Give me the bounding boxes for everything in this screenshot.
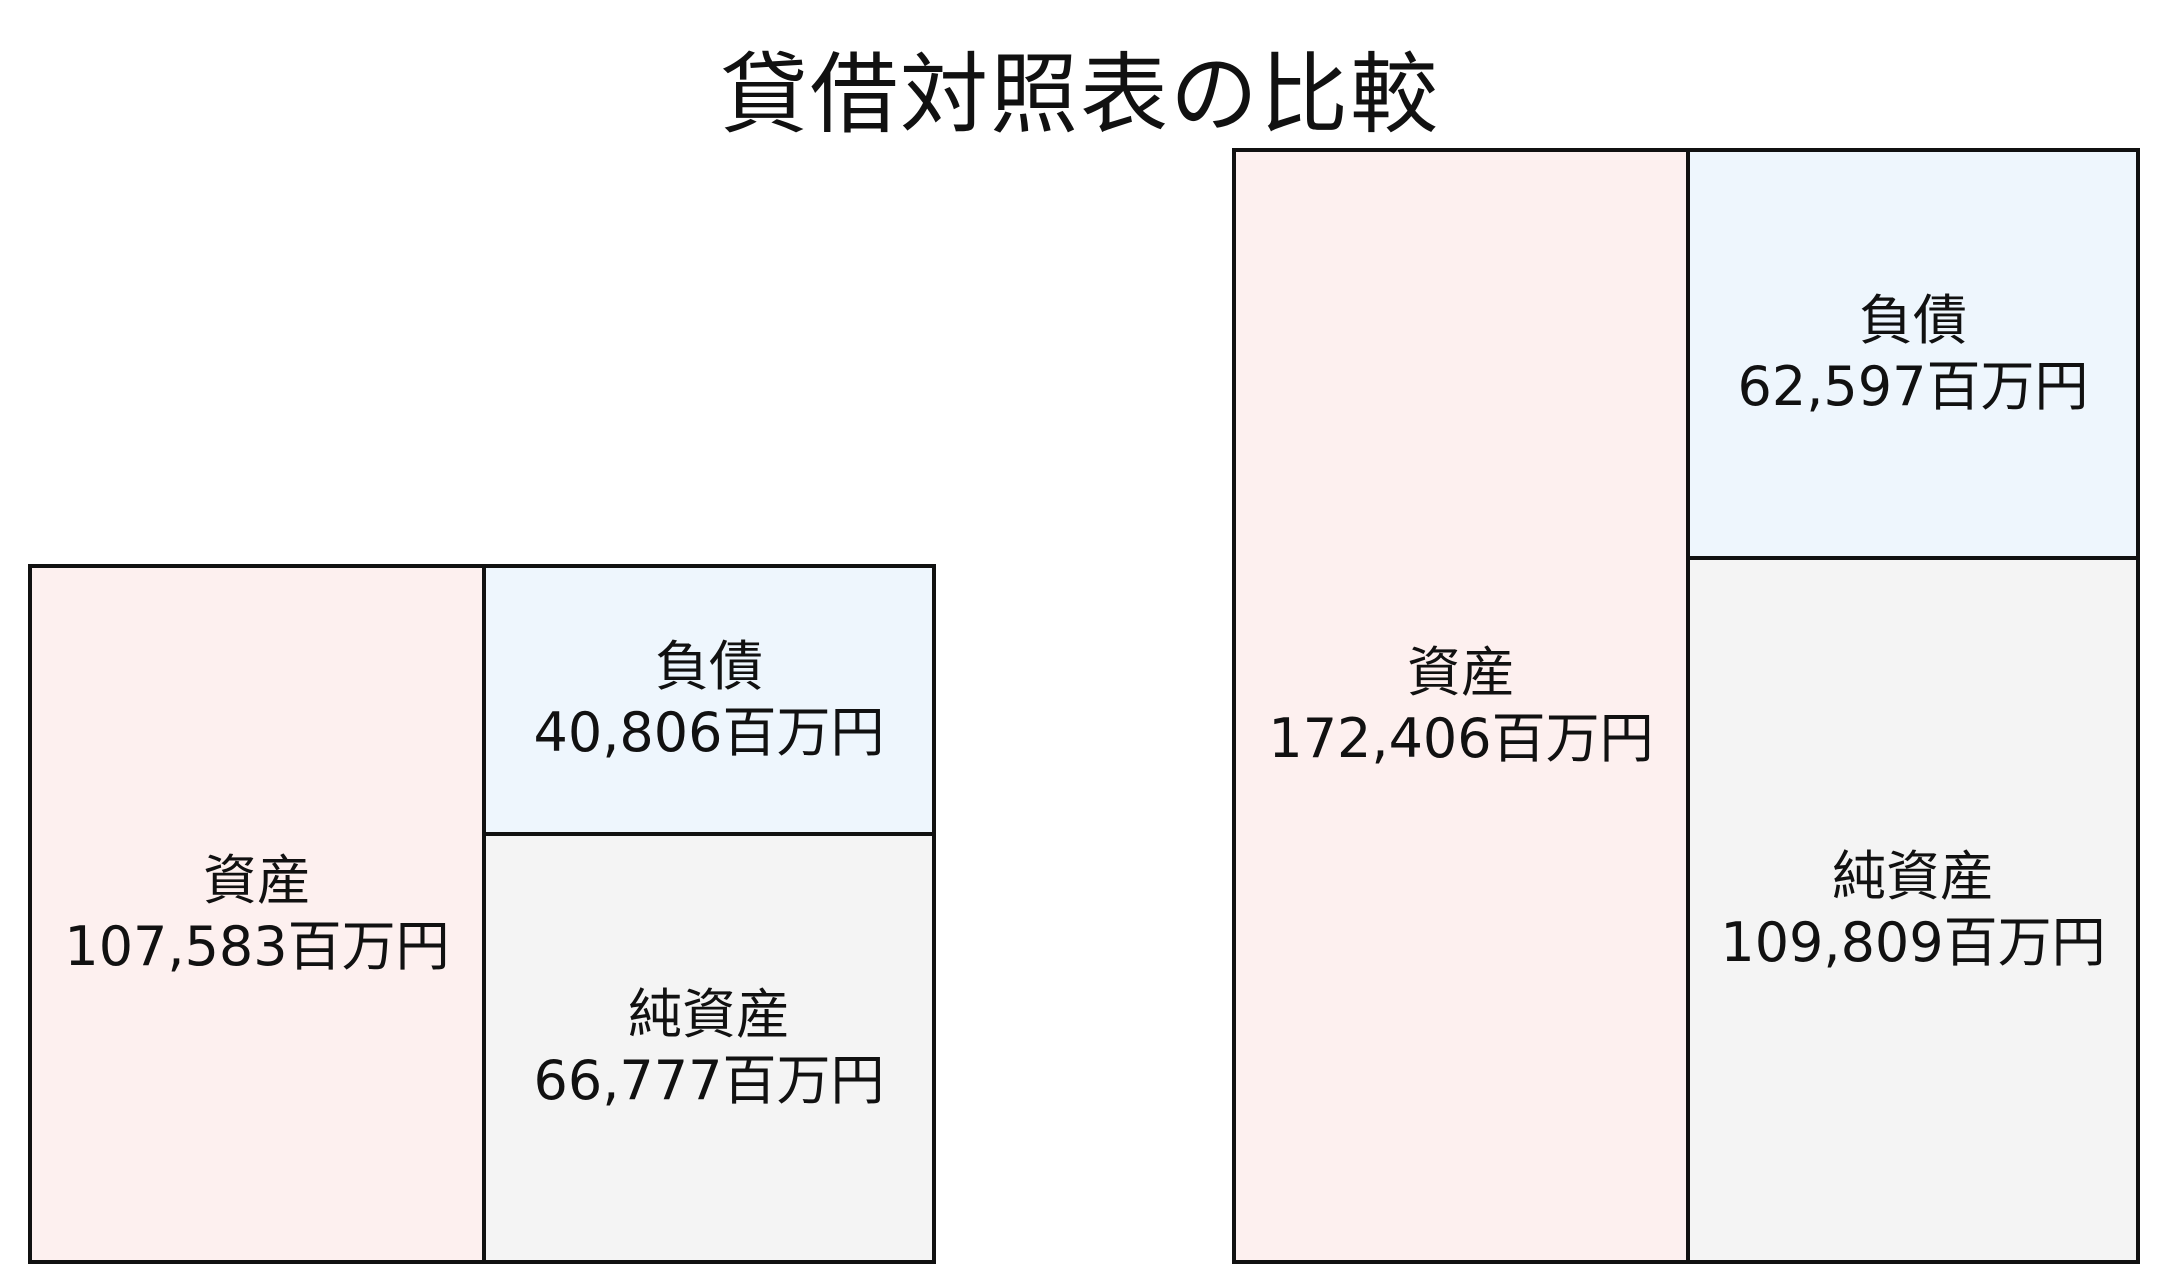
assets-value: 172,406百万円 [1268, 707, 1654, 770]
net-assets-block: 純資産 109,809百万円 [1690, 560, 2136, 1260]
net-assets-value: 109,809百万円 [1720, 911, 2106, 974]
liabilities-block: 負債 62,597百万円 [1690, 152, 2136, 560]
liabilities-label: 負債 [1859, 289, 1967, 352]
page-title: 貸借対照表の比較 [719, 43, 1440, 146]
balance-sheet-left: 資産 107,583百万円 負債 40,806百万円 純資産 66,777百万円 [28, 564, 936, 1264]
assets-value: 107,583百万円 [64, 915, 450, 978]
liabilities-block: 負債 40,806百万円 [486, 568, 932, 836]
assets-label: 資産 [203, 849, 311, 912]
net-assets-label: 純資産 [628, 983, 790, 1046]
net-assets-label: 純資産 [1832, 845, 1994, 908]
balance-sheet-right: 資産 172,406百万円 負債 62,597百万円 純資産 109,809百万… [1232, 148, 2140, 1264]
liabilities-label: 負債 [655, 635, 763, 698]
net-assets-value: 66,777百万円 [533, 1049, 885, 1112]
assets-block: 資産 107,583百万円 [32, 568, 486, 1260]
liabilities-value: 62,597百万円 [1737, 355, 2089, 418]
liabilities-value: 40,806百万円 [533, 701, 885, 764]
assets-label: 資産 [1407, 641, 1515, 704]
assets-block: 資産 172,406百万円 [1236, 152, 1690, 1260]
net-assets-block: 純資産 66,777百万円 [486, 836, 932, 1260]
